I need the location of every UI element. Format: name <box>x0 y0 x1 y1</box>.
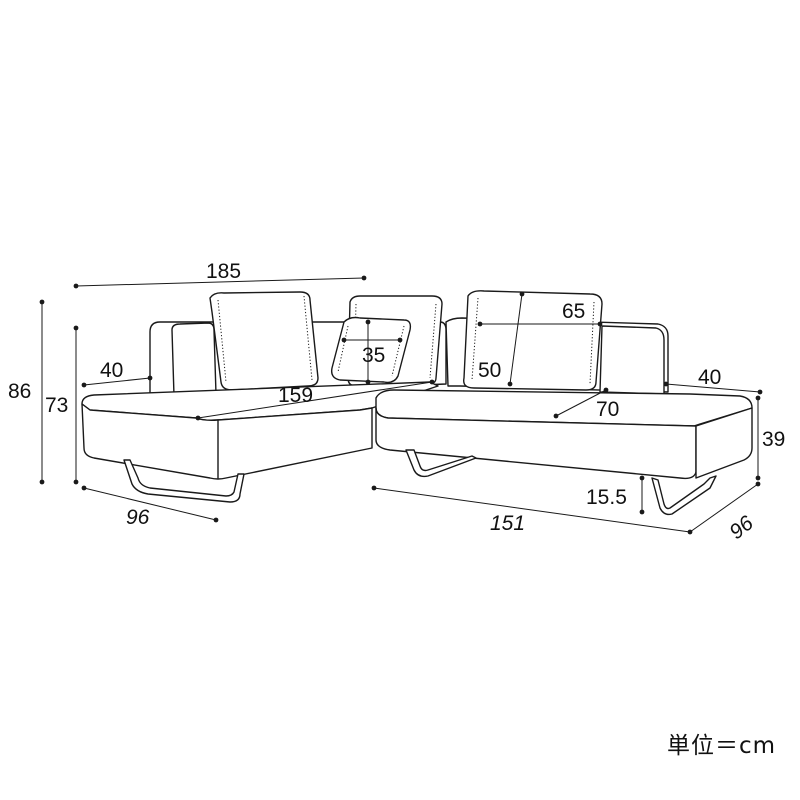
left-armrest <box>171 322 217 397</box>
dim-arm-width-right: 40 <box>698 366 721 389</box>
dim-leg-height: 15.5 <box>586 486 627 509</box>
dim-seat-height: 39 <box>762 428 785 451</box>
sofa-illustration <box>81 290 753 516</box>
left-seat-front <box>81 403 373 480</box>
dim-total-width-left: 185 <box>206 260 241 283</box>
right-armrest <box>599 325 665 395</box>
chaise-leg-left <box>405 449 477 478</box>
right-back-cushion <box>463 290 603 391</box>
dim-cushion-small: 35 <box>362 344 385 367</box>
dim-seat-width-left: 159 <box>278 384 313 407</box>
dim-back-cushion-width: 65 <box>562 300 585 323</box>
chaise-leg-right <box>651 475 717 516</box>
throw-pillow <box>330 316 412 384</box>
chaise-seat-front <box>375 407 697 480</box>
dim-back-cushion-height: 50 <box>478 359 501 382</box>
dim-back-height: 73 <box>45 394 68 417</box>
dim-chaise-seat-depth: 70 <box>596 398 619 421</box>
dim-chaise-length: 151 <box>490 512 525 535</box>
left-back-cushion <box>209 291 319 391</box>
dimension-lines <box>39 275 763 535</box>
unit-note: 単位＝cm <box>666 733 776 759</box>
dim-depth-left: 96 <box>126 506 150 529</box>
dim-total-height: 86 <box>8 380 31 403</box>
left-leg <box>123 459 245 503</box>
dim-depth-right: 96 <box>725 511 758 544</box>
dim-arm-width-left: 40 <box>100 359 123 382</box>
chaise-seat-side <box>695 407 753 479</box>
